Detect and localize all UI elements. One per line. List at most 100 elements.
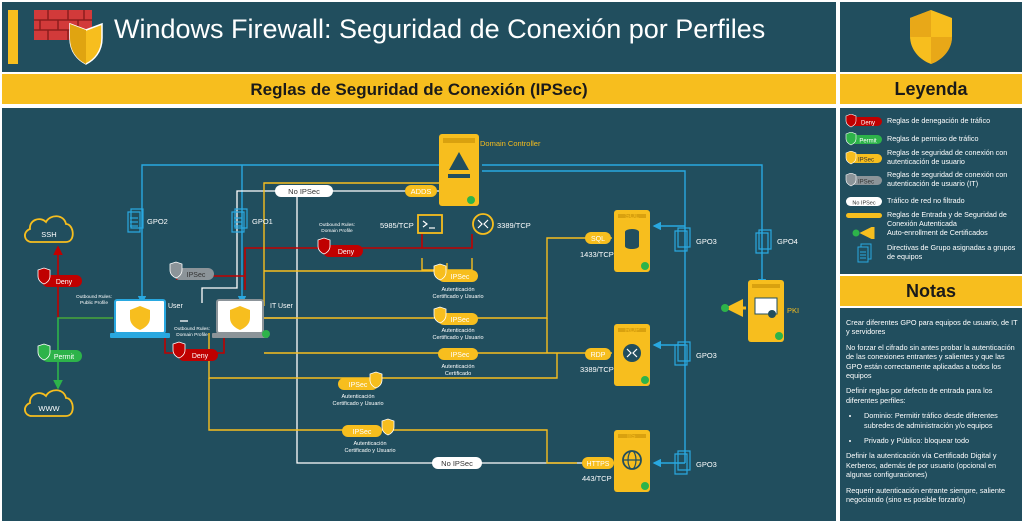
note-paragraph: No forzar el cifrado sin antes probar la… — [846, 342, 1015, 381]
iis-label: IIS — [627, 433, 636, 440]
yellow-line-legend-icon — [846, 213, 882, 218]
title-bar: Windows Firewall: Seguridad de Conexión … — [2, 2, 836, 72]
title-accent-bar — [8, 10, 18, 64]
notes-body: Crear diferentes GPO para equipos de usu… — [846, 318, 1018, 511]
svg-text:Autenticación: Autenticación — [353, 441, 386, 447]
svg-text:Certificado y Usuario: Certificado y Usuario — [344, 448, 395, 454]
port-3389-rdp-label: 3389/TCP — [580, 365, 614, 374]
no-ipsec-badge-top — [275, 185, 333, 197]
outbound-domain-label: Outbound Rules: — [319, 222, 355, 228]
svg-text:No IPSec: No IPSec — [852, 201, 875, 207]
legend-title-bar: Leyenda — [840, 74, 1022, 104]
remote-desktop-icon — [472, 213, 494, 235]
outbound-public-label: Outbound Rules: — [76, 294, 112, 300]
svg-text:SQL: SQL — [591, 236, 605, 243]
ipsec-badge-4: IPSec — [338, 371, 383, 390]
svg-text:IPSec: IPSec — [349, 382, 368, 389]
rdp-badge — [585, 348, 611, 360]
deny-legend-icon: Deny — [845, 114, 882, 128]
subtitle-bar: Reglas de Seguridad de Conexión (IPSec) — [2, 74, 836, 104]
port-1433-label: 1433/TCP — [580, 250, 614, 259]
svg-text:Certificado: Certificado — [445, 371, 471, 377]
svg-text:HTTPS: HTTPS — [587, 461, 610, 468]
svg-text:Permit: Permit — [54, 354, 74, 361]
gpo3-rdp-label: GPO3 — [696, 351, 717, 360]
svg-text:Autenticación: Autenticación — [441, 364, 474, 370]
permit-links — [53, 317, 113, 390]
note-bullet: Privado y Público: bloquear todo — [860, 436, 1018, 445]
svg-text:IPSec: IPSec — [451, 352, 470, 359]
svg-text:Deny: Deny — [56, 279, 73, 286]
svg-text:Autenticación: Autenticación — [341, 394, 374, 400]
gpo3-iis-label: GPO3 — [696, 460, 717, 469]
page-title: Windows Firewall: Seguridad de Conexión … — [114, 14, 766, 44]
legend-header-panel — [840, 2, 1022, 72]
gpo1-icon — [231, 208, 248, 233]
svg-text:No IPSec: No IPSec — [441, 459, 473, 468]
svg-text:IPSec: IPSec — [451, 317, 470, 324]
domain-controller-label: Domain Controller — [480, 139, 541, 148]
ipsec-links — [208, 182, 612, 464]
gpo1-label: GPO1 — [252, 217, 273, 226]
domain-controller-icon — [439, 134, 479, 206]
svg-text:Deny: Deny — [861, 121, 875, 127]
section-title: Reglas de Seguridad de Conexión (IPSec) — [250, 80, 588, 99]
www-cloud-icon: WWW — [24, 389, 74, 417]
svg-text:RDP: RDP — [591, 352, 606, 359]
ipsec-badge-2: IPSec — [433, 306, 478, 325]
note-paragraph: Requerir autenticación entrante siempre,… — [846, 485, 1005, 505]
note-paragraph: Definir la autenticación vía Certificado… — [846, 451, 997, 480]
svg-text:Permit: Permit — [859, 139, 877, 145]
svg-text:IPSec: IPSec — [858, 180, 874, 186]
gpo3-sql-icon — [674, 227, 691, 252]
gpo2-icon — [127, 208, 144, 233]
no-ipsec-legend-icon: No IPSec — [846, 197, 882, 207]
no-ipsec-badge-bottom — [432, 457, 482, 469]
svg-text:No IPSec: No IPSec — [288, 187, 320, 196]
diagram-panel: SSH WWW Deny Permit Outbound Rules: Publ… — [2, 108, 836, 521]
gpo2-label: GPO2 — [147, 217, 168, 226]
permit-legend-icon: Permit — [845, 132, 882, 146]
ipsec-legend-icon: IPSec — [845, 151, 882, 165]
sql-label: SQL — [625, 213, 639, 220]
shield-icon — [910, 10, 952, 64]
svg-text:Autenticación: Autenticación — [441, 328, 474, 334]
svg-text:Certificado y Usuario: Certificado y Usuario — [432, 294, 483, 300]
svg-text:Domain Profile: Domain Profile — [176, 332, 208, 338]
sql-server-icon — [614, 210, 650, 272]
iis-server-icon — [614, 430, 650, 492]
sql-badge — [585, 232, 611, 244]
ssh-label: SSH — [41, 230, 56, 239]
port-3389-label: 3389/TCP — [497, 221, 531, 230]
outbound-domain-b-label: Outbound Rules: — [174, 326, 210, 332]
legend-title: Leyenda — [894, 79, 968, 99]
svg-text:Domain Profile: Domain Profile — [321, 228, 353, 234]
ipsec-it-legend-icon: IPSec — [845, 173, 882, 187]
gpo4-icon — [755, 229, 772, 254]
gpo3-sql-label: GPO3 — [696, 237, 717, 246]
ipsec-badge-1: IPSec — [433, 263, 478, 282]
svg-text:Certificado y Usuario: Certificado y Usuario — [332, 401, 383, 407]
https-badge — [582, 457, 614, 469]
user-label: User — [168, 303, 183, 310]
rdp-label: RDP — [625, 327, 640, 334]
www-label: WWW — [38, 404, 60, 413]
svg-text:Deny: Deny — [338, 249, 355, 256]
notes-title: Notas — [905, 281, 956, 301]
it-user-label: IT User — [270, 303, 293, 310]
auto-enroll-icon — [721, 304, 729, 312]
gpo3-iis-icon — [674, 450, 691, 475]
notes-panel: Crear diferentes GPO para equipos de usu… — [840, 308, 1022, 521]
firewall-shield-icon — [34, 10, 103, 65]
port-443-label: 443/TCP — [582, 474, 612, 483]
svg-text:IPSec: IPSec — [353, 429, 372, 436]
permit-badge: Permit — [37, 343, 82, 362]
deny-badge-top: Deny — [317, 237, 363, 257]
gpo-links — [137, 164, 767, 468]
deny-badge: Deny — [37, 267, 82, 287]
pki-server-icon — [748, 280, 784, 342]
note-bullet: Dominio: Permitir tráfico desde diferent… — [860, 411, 1018, 430]
gpo3-rdp-icon — [674, 341, 691, 366]
auto-enroll-legend-icon — [852, 227, 875, 239]
notes-title-bar: Notas — [840, 276, 1022, 306]
